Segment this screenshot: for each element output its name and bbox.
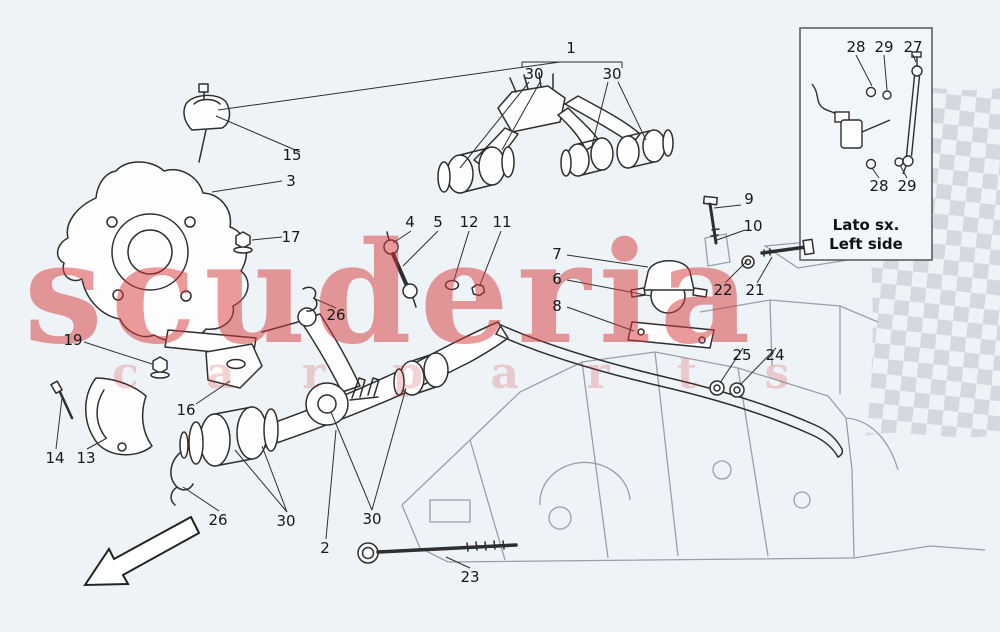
part-callout-24: 24	[765, 346, 785, 364]
clamp-graphic	[183, 94, 231, 131]
part-callout-28: 28	[846, 38, 866, 56]
part-callout-1: 1	[566, 39, 576, 57]
lower-control-arm-graphic	[179, 307, 509, 467]
fasteners-graphic	[50, 195, 815, 564]
part-callout-29: 29	[874, 38, 894, 56]
part-callout-30: 30	[276, 512, 296, 530]
part-callout-2: 2	[320, 539, 330, 557]
direction-arrow-icon	[83, 515, 201, 587]
knuckle-assembly-graphic	[56, 83, 257, 379]
part-callout-11: 11	[492, 213, 512, 231]
part-callout-26: 26	[208, 511, 228, 529]
subframe-graphic	[401, 233, 986, 563]
part-callout-30: 30	[362, 510, 382, 528]
part-callout-30: 30	[524, 65, 544, 83]
part-callout-19: 19	[63, 331, 83, 349]
part-callout-15: 15	[282, 146, 302, 164]
part-callout-12: 12	[459, 213, 479, 231]
nut-graphic	[235, 231, 251, 249]
part-callout-13: 13	[76, 449, 96, 467]
part-callout-25: 25	[732, 346, 752, 364]
part-callout-22: 22	[713, 281, 733, 299]
inset-caption-italian: Lato sx.	[832, 216, 900, 234]
part-callout-23: 23	[460, 568, 480, 586]
upper-control-arm-graphic	[437, 72, 674, 194]
part-callout-17: 17	[281, 228, 301, 246]
inset-box	[799, 27, 933, 261]
part-callout-16: 16	[176, 401, 196, 419]
part-callout-10: 10	[743, 217, 763, 235]
inset-caption-english: Left side	[829, 235, 903, 253]
part-callout-6: 6	[552, 270, 562, 288]
part-callout-9: 9	[744, 190, 754, 208]
part-callout-28: 28	[869, 177, 889, 195]
part-callout-21: 21	[745, 281, 765, 299]
part-callout-3: 3	[286, 172, 296, 190]
sensor-wire-graphic	[811, 83, 838, 116]
part-callout-8: 8	[552, 297, 562, 315]
stabilizer-bracket-graphic	[627, 260, 715, 349]
brackets-graphic	[85, 343, 263, 456]
part-callout-27: 27	[903, 38, 923, 56]
part-callout-30: 30	[602, 65, 622, 83]
sensor-body-graphic	[840, 119, 863, 149]
part-callout-14: 14	[45, 449, 65, 467]
part-callout-29: 29	[897, 177, 917, 195]
nut-graphic	[152, 356, 168, 374]
inset-caption: Lato sx. Left side	[800, 216, 932, 254]
part-callout-5: 5	[433, 213, 443, 231]
part-callout-7: 7	[552, 245, 562, 263]
part-callout-26: 26	[326, 306, 346, 324]
part-callout-4: 4	[405, 213, 415, 231]
leader-lines	[55, 54, 917, 569]
